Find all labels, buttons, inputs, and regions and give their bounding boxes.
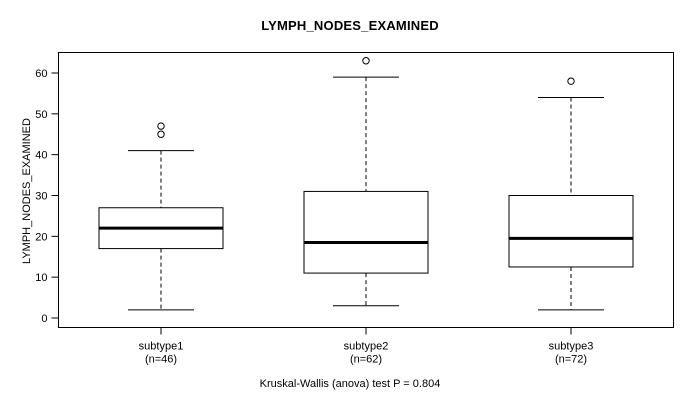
x-tick-count-label: (n=46) bbox=[145, 354, 177, 366]
outlier-point bbox=[567, 77, 575, 85]
stat-test-caption: Kruskal-Wallis (anova) test P = 0.804 bbox=[259, 378, 441, 390]
y-tick-label: 0 bbox=[41, 313, 47, 325]
box-series bbox=[98, 57, 634, 311]
x-tick-label: subtype3 bbox=[549, 341, 594, 353]
x-tick-label: subtype1 bbox=[139, 341, 184, 353]
x-tick-count-label: (n=72) bbox=[555, 354, 587, 366]
box-iqr bbox=[303, 190, 429, 274]
plot-frame bbox=[58, 52, 674, 328]
boxplot-group bbox=[98, 122, 224, 311]
boxplot-group bbox=[508, 77, 634, 311]
y-tick-label: 10 bbox=[35, 272, 47, 284]
y-tick-label: 20 bbox=[35, 231, 47, 243]
y-axis-ticks: 0 10 20 30 40 50 60 bbox=[35, 68, 59, 325]
y-tick-label: 50 bbox=[35, 109, 47, 121]
box-iqr bbox=[508, 195, 634, 268]
y-tick-label: 60 bbox=[35, 68, 47, 80]
page-title: LYMPH_NODES_EXAMINED bbox=[261, 18, 439, 33]
x-tick-label: subtype2 bbox=[344, 341, 389, 353]
y-tick-label: 30 bbox=[35, 191, 47, 203]
y-tick-label: 40 bbox=[35, 150, 47, 162]
outlier-point bbox=[362, 57, 370, 65]
outlier-point bbox=[157, 130, 165, 138]
x-axis-ticks: subtype1(n=46) subtype2(n=62) subtype3(n=7… bbox=[139, 327, 594, 366]
boxplot-group bbox=[303, 57, 429, 307]
outlier-point bbox=[157, 122, 165, 130]
x-tick-count-label: (n=62) bbox=[350, 354, 382, 366]
